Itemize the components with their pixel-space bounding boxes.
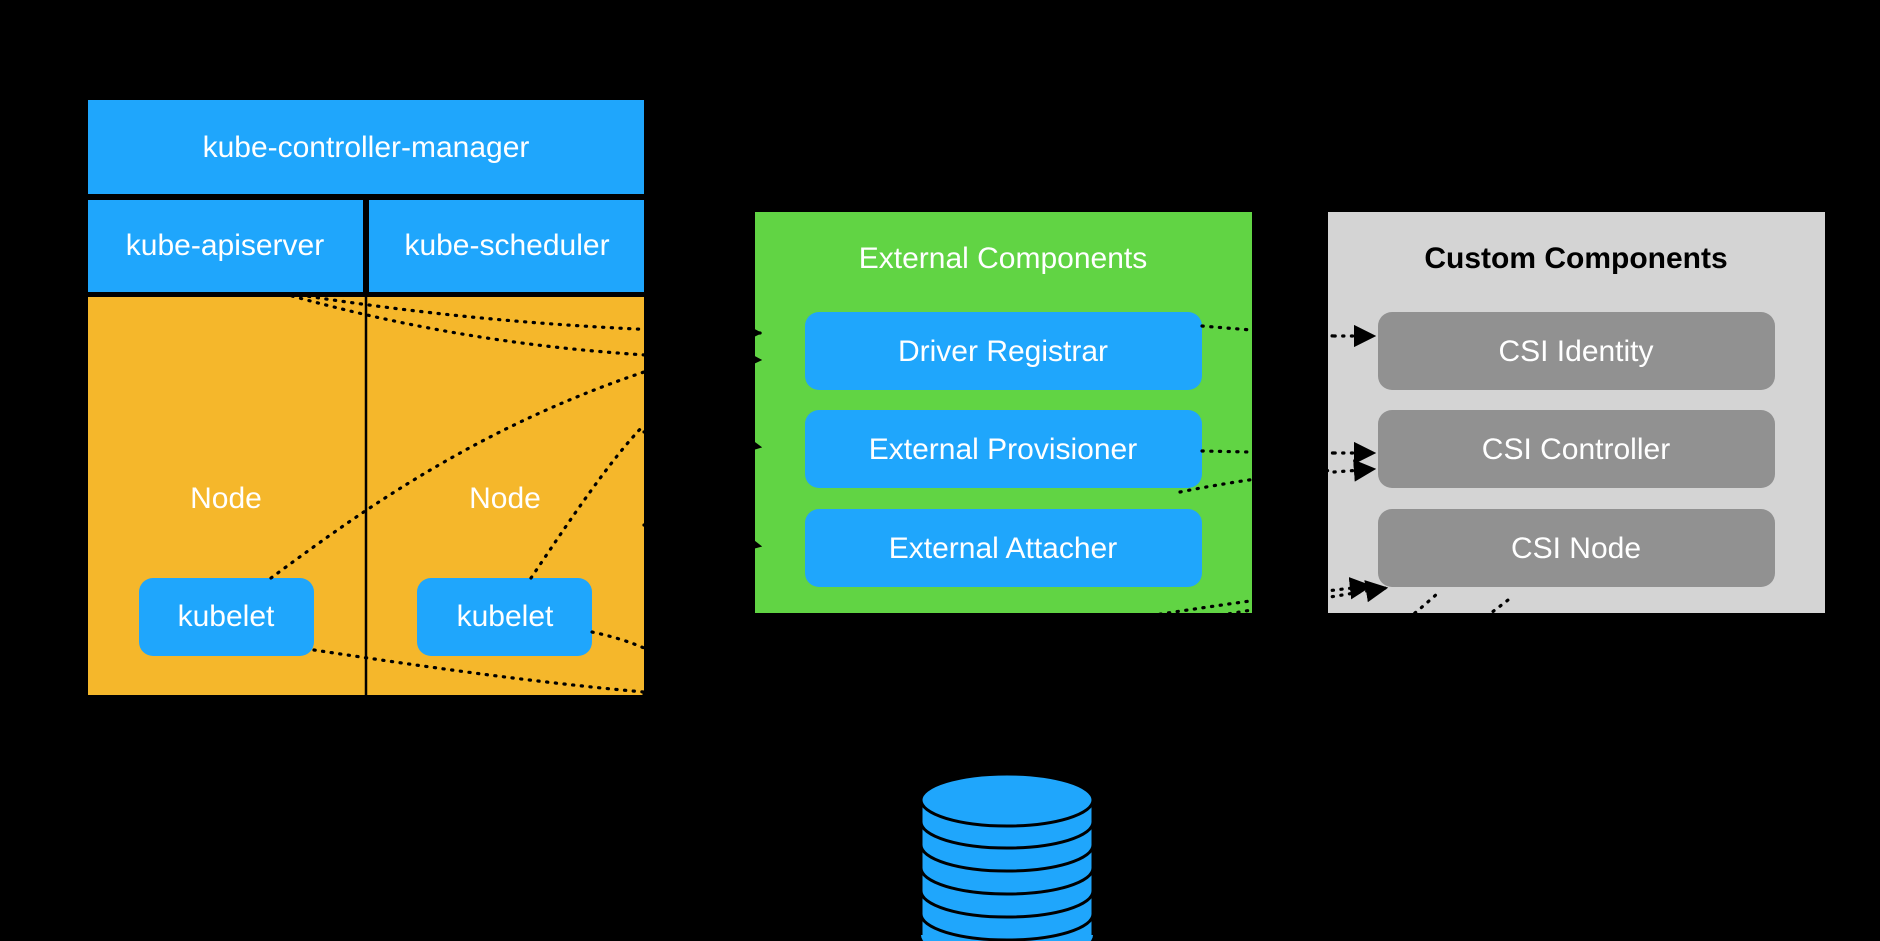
connector-kubelet2-out [590,630,646,650]
cylinder-band-1 [919,821,1095,850]
custom-components-title: Custom Components [1424,242,1727,275]
csi-node-label: CSI Node [1511,532,1641,565]
cylinder-band-2 [919,844,1095,873]
connector-into-csi-controller-2 [1332,459,1377,482]
external-attacher-label: External Attacher [889,532,1117,565]
external-components-group: External Components Driver Registrar Ext… [755,212,1252,613]
control-plane-group: kube-controller-manager kube-apiserver k… [88,100,644,695]
cylinder-band-4 [919,890,1095,919]
connector-apiserver-external-attacher [642,523,763,554]
external-components-title: External Components [859,242,1148,275]
kubelet-box-1[interactable] [139,578,314,656]
external-provisioner-box[interactable] [805,410,1202,488]
kubelet-label-2: kubelet [457,600,554,633]
connector-kubelet1-apiserver [269,370,646,580]
csi-identity-label: CSI Identity [1498,335,1653,368]
cylinder-band-5 [919,913,1095,941]
external-attacher-box[interactable] [805,509,1202,587]
cylinder-band-3 [919,867,1095,896]
csi-controller-label: CSI Controller [1482,433,1670,466]
custom-components-group: Custom Components CSI Identity CSI Contr… [1328,212,1825,613]
connector-kubelet1-out [312,648,646,694]
driver-registrar-label: Driver Registrar [898,335,1108,368]
kubelet-box-2[interactable] [417,578,592,656]
driver-registrar-box[interactable] [805,312,1202,390]
csi-identity-box[interactable] [1378,312,1775,390]
connector-kubelet-csi-node-a [642,577,1373,696]
connector-apiserver-external-provisioner [642,430,763,455]
csi-controller-box[interactable] [1378,410,1775,488]
kube-scheduler-box[interactable] [369,200,644,292]
connector-kubelet2-apiserver [529,423,646,580]
connector-csi-controller-storage [1006,591,1440,845]
csi-node-box[interactable] [1378,509,1775,587]
kube-apiserver-box[interactable] [88,200,363,292]
connector-external-provisioner-csi-controller [1200,449,1336,455]
kubelet-label-1: kubelet [178,600,275,633]
node-2-label: Node [469,482,541,515]
storage-cylinder[interactable] [919,772,1095,941]
kube-apiserver-label: kube-apiserver [126,229,324,262]
external-provisioner-label: External Provisioner [869,433,1137,466]
node-1-label: Node [190,482,262,515]
kube-controller-manager-label: kube-controller-manager [203,131,530,164]
connector-csi-node-storage [1008,598,1510,847]
connector-kubelet-csi-node-b [642,580,1389,702]
connector-external-attacher-csi-controller [1178,468,1336,494]
kube-scheduler-label: kube-scheduler [404,229,609,262]
kube-controller-manager-box[interactable] [88,100,644,194]
